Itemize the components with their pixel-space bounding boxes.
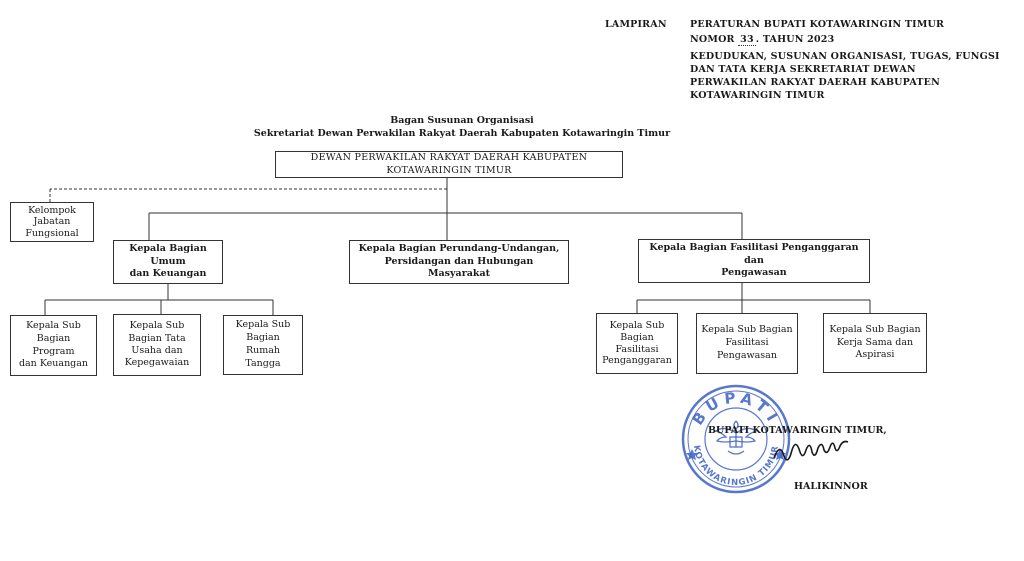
box-line: DEWAN PERWAKILAN RAKYAT DAERAH KABUPATEN — [310, 151, 588, 163]
official-seal-stamp: BUPATI KOTAWARINGIN TIMUR — [681, 384, 791, 494]
nomor-suffix: TAHUN 2023 — [762, 34, 835, 45]
box-line: Aspirasi — [855, 349, 895, 361]
box-line: Kepala Bagian Fasilitasi Penganggaran da… — [649, 241, 859, 266]
box-line: Kerja Sama dan — [836, 336, 914, 348]
box-line: Pengawasan — [717, 349, 777, 361]
nomor-prefix: NOMOR — [690, 34, 735, 45]
box-line: Bagian Rumah — [245, 332, 281, 356]
regulation-subject: KEDUDUKAN, SUSUNAN ORGANISASI, TUGAS, FU… — [690, 50, 1000, 102]
box-line: Bagian — [620, 331, 654, 343]
box-line: Bagian Program — [32, 332, 75, 357]
subject-line: KEDUDUKAN, SUSUNAN ORGANISASI, TUGAS, FU… — [690, 51, 1000, 62]
box-line: Usaha dan — [131, 345, 183, 356]
garuda-emblem-icon — [714, 420, 758, 455]
chart-title-line2: Sekretariat Dewan Perwakilan Rakyat Daer… — [253, 128, 671, 139]
chart-title-line1: Bagan Susunan Organisasi — [390, 115, 534, 126]
nomor-value: 33 — [738, 34, 756, 46]
box-line: Penganggaran — [602, 355, 672, 367]
box-line: Kepala Sub Bagian — [701, 324, 793, 336]
box-line: Kepala Sub — [26, 319, 81, 331]
box-line: dan Keuangan — [129, 268, 207, 280]
seal-star-icon — [686, 449, 786, 460]
box-line: Kepala Sub — [235, 319, 291, 331]
box-line: Tangga — [245, 357, 281, 369]
box-line: Kepegawaian — [124, 357, 190, 369]
signature-title: BUPATI KOTAWARINGIN TIMUR, — [708, 425, 887, 436]
box-line: Kelompok — [28, 204, 76, 216]
bagian-perundang-undangan-box: Kepala Bagian Perundang-Undangan,Persida… — [349, 240, 569, 284]
subject-line: DAN TATA KERJA SEKRETARIAT DEWAN — [690, 64, 916, 75]
box-line: Fasilitasi — [615, 343, 659, 355]
box-line: Kepala Bagian Perundang-Undangan, — [358, 242, 560, 254]
dprd-box: DEWAN PERWAKILAN RAKYAT DAERAH KABUPATEN… — [275, 151, 623, 178]
box-line: dan Keuangan — [18, 358, 89, 370]
box-line: Kepala Sub — [609, 319, 665, 331]
regulation-title: PERATURAN BUPATI KOTAWARINGIN TIMUR — [690, 19, 945, 30]
box-line: Kepala Sub Bagian — [829, 323, 921, 335]
box-line: Kepala Bagian Umum — [129, 242, 207, 267]
box-line: Fungsional — [25, 227, 79, 239]
bagian-fasilitasi-penganggaran-box: Kepala Bagian Fasilitasi Penganggaran da… — [638, 239, 870, 283]
box-line: Persidangan dan Hubungan Masyarakat — [384, 255, 534, 280]
box-line: Bagian Tata — [128, 332, 186, 344]
subject-line: PERWAKILAN RAKYAT DAERAH KABUPATEN — [690, 77, 940, 88]
signatory-name: HALIKINNOR — [794, 481, 868, 492]
handwritten-signature — [773, 440, 849, 461]
box-line: Jabatan — [33, 216, 71, 228]
box-line: Fasilitasi — [725, 337, 769, 349]
box-line: KOTAWARINGIN TIMUR — [386, 164, 512, 176]
regulation-number: NOMOR 33. TAHUN 2023 — [690, 34, 835, 46]
box-line: Pengawasan — [721, 267, 787, 279]
lampiran-label: LAMPIRAN — [605, 19, 667, 30]
subject-line: KOTAWARINGIN TIMUR — [690, 90, 825, 101]
box-line: Kepala Sub — [129, 320, 185, 332]
